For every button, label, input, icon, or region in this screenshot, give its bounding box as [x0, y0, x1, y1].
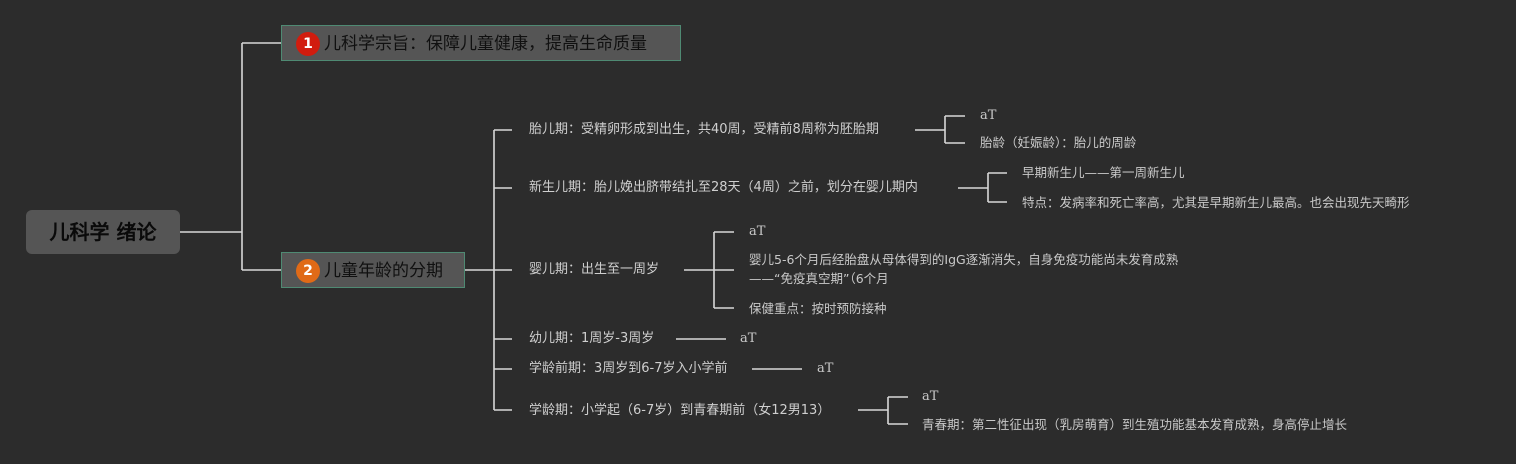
neonatal-features[interactable]: 特点：发病率和死亡率高，尤其是早期新生儿最高。也会出现先天畸形: [1022, 195, 1410, 210]
infant-immunity[interactable]: 婴儿5-6个月后经胎盘从母体得到的IgG逐渐消失，自身免疫功能尚未发育成熟 ——…: [749, 250, 1178, 288]
topic-school-period[interactable]: 学龄期：小学起（6-7岁）到青春期前（女12男13）: [529, 403, 831, 418]
school-note[interactable]: aT: [922, 389, 939, 404]
fetal-gestational-age[interactable]: 胎龄（妊娠龄）：胎儿的周龄: [980, 135, 1137, 150]
topic-infant-period[interactable]: 婴儿期：出生至一周岁: [529, 262, 660, 277]
toddler-note[interactable]: aT: [740, 331, 757, 346]
topic-purpose[interactable]: 1 儿科学宗旨：保障儿童健康，提高生命质量: [281, 25, 681, 61]
topic-toddler-period[interactable]: 幼儿期：1周岁-3周岁: [529, 331, 655, 346]
topic-age-periods[interactable]: 2 儿童年龄的分期: [281, 252, 465, 288]
school-puberty[interactable]: 青春期：第二性征出现（乳房萌育）到生殖功能基本发育成熟，身高停止增长: [922, 417, 1348, 432]
priority-2-icon: 2: [296, 259, 320, 283]
topic-preschool-period[interactable]: 学龄前期：3周岁到6-7岁入小学前: [529, 361, 728, 376]
fetal-note[interactable]: aT: [980, 108, 997, 123]
infant-immunity-line1: 婴儿5-6个月后经胎盘从母体得到的IgG逐渐消失，自身免疫功能尚未发育成熟: [749, 252, 1179, 267]
priority-1-icon: 1: [296, 32, 320, 56]
preschool-note[interactable]: aT: [817, 361, 834, 376]
infant-care-focus[interactable]: 保健重点：按时预防接种: [749, 301, 887, 316]
topic-neonatal-period[interactable]: 新生儿期：胎儿娩出脐带结扎至28天（4周）之前，划分在婴儿期内: [529, 180, 918, 195]
neonatal-early[interactable]: 早期新生儿——第一周新生儿: [1022, 165, 1185, 180]
infant-immunity-line2: ——“免疫真空期”（6个月: [749, 271, 889, 286]
root-topic[interactable]: 儿科学 绪论: [26, 210, 180, 254]
topic-purpose-label: 儿科学宗旨：保障儿童健康，提高生命质量: [324, 34, 647, 54]
topic-fetal-period[interactable]: 胎儿期：受精卵形成到出生，共40周，受精前8周称为胚胎期: [529, 122, 879, 137]
topic-age-periods-label: 儿童年龄的分期: [324, 261, 443, 281]
infant-note[interactable]: aT: [749, 224, 766, 239]
